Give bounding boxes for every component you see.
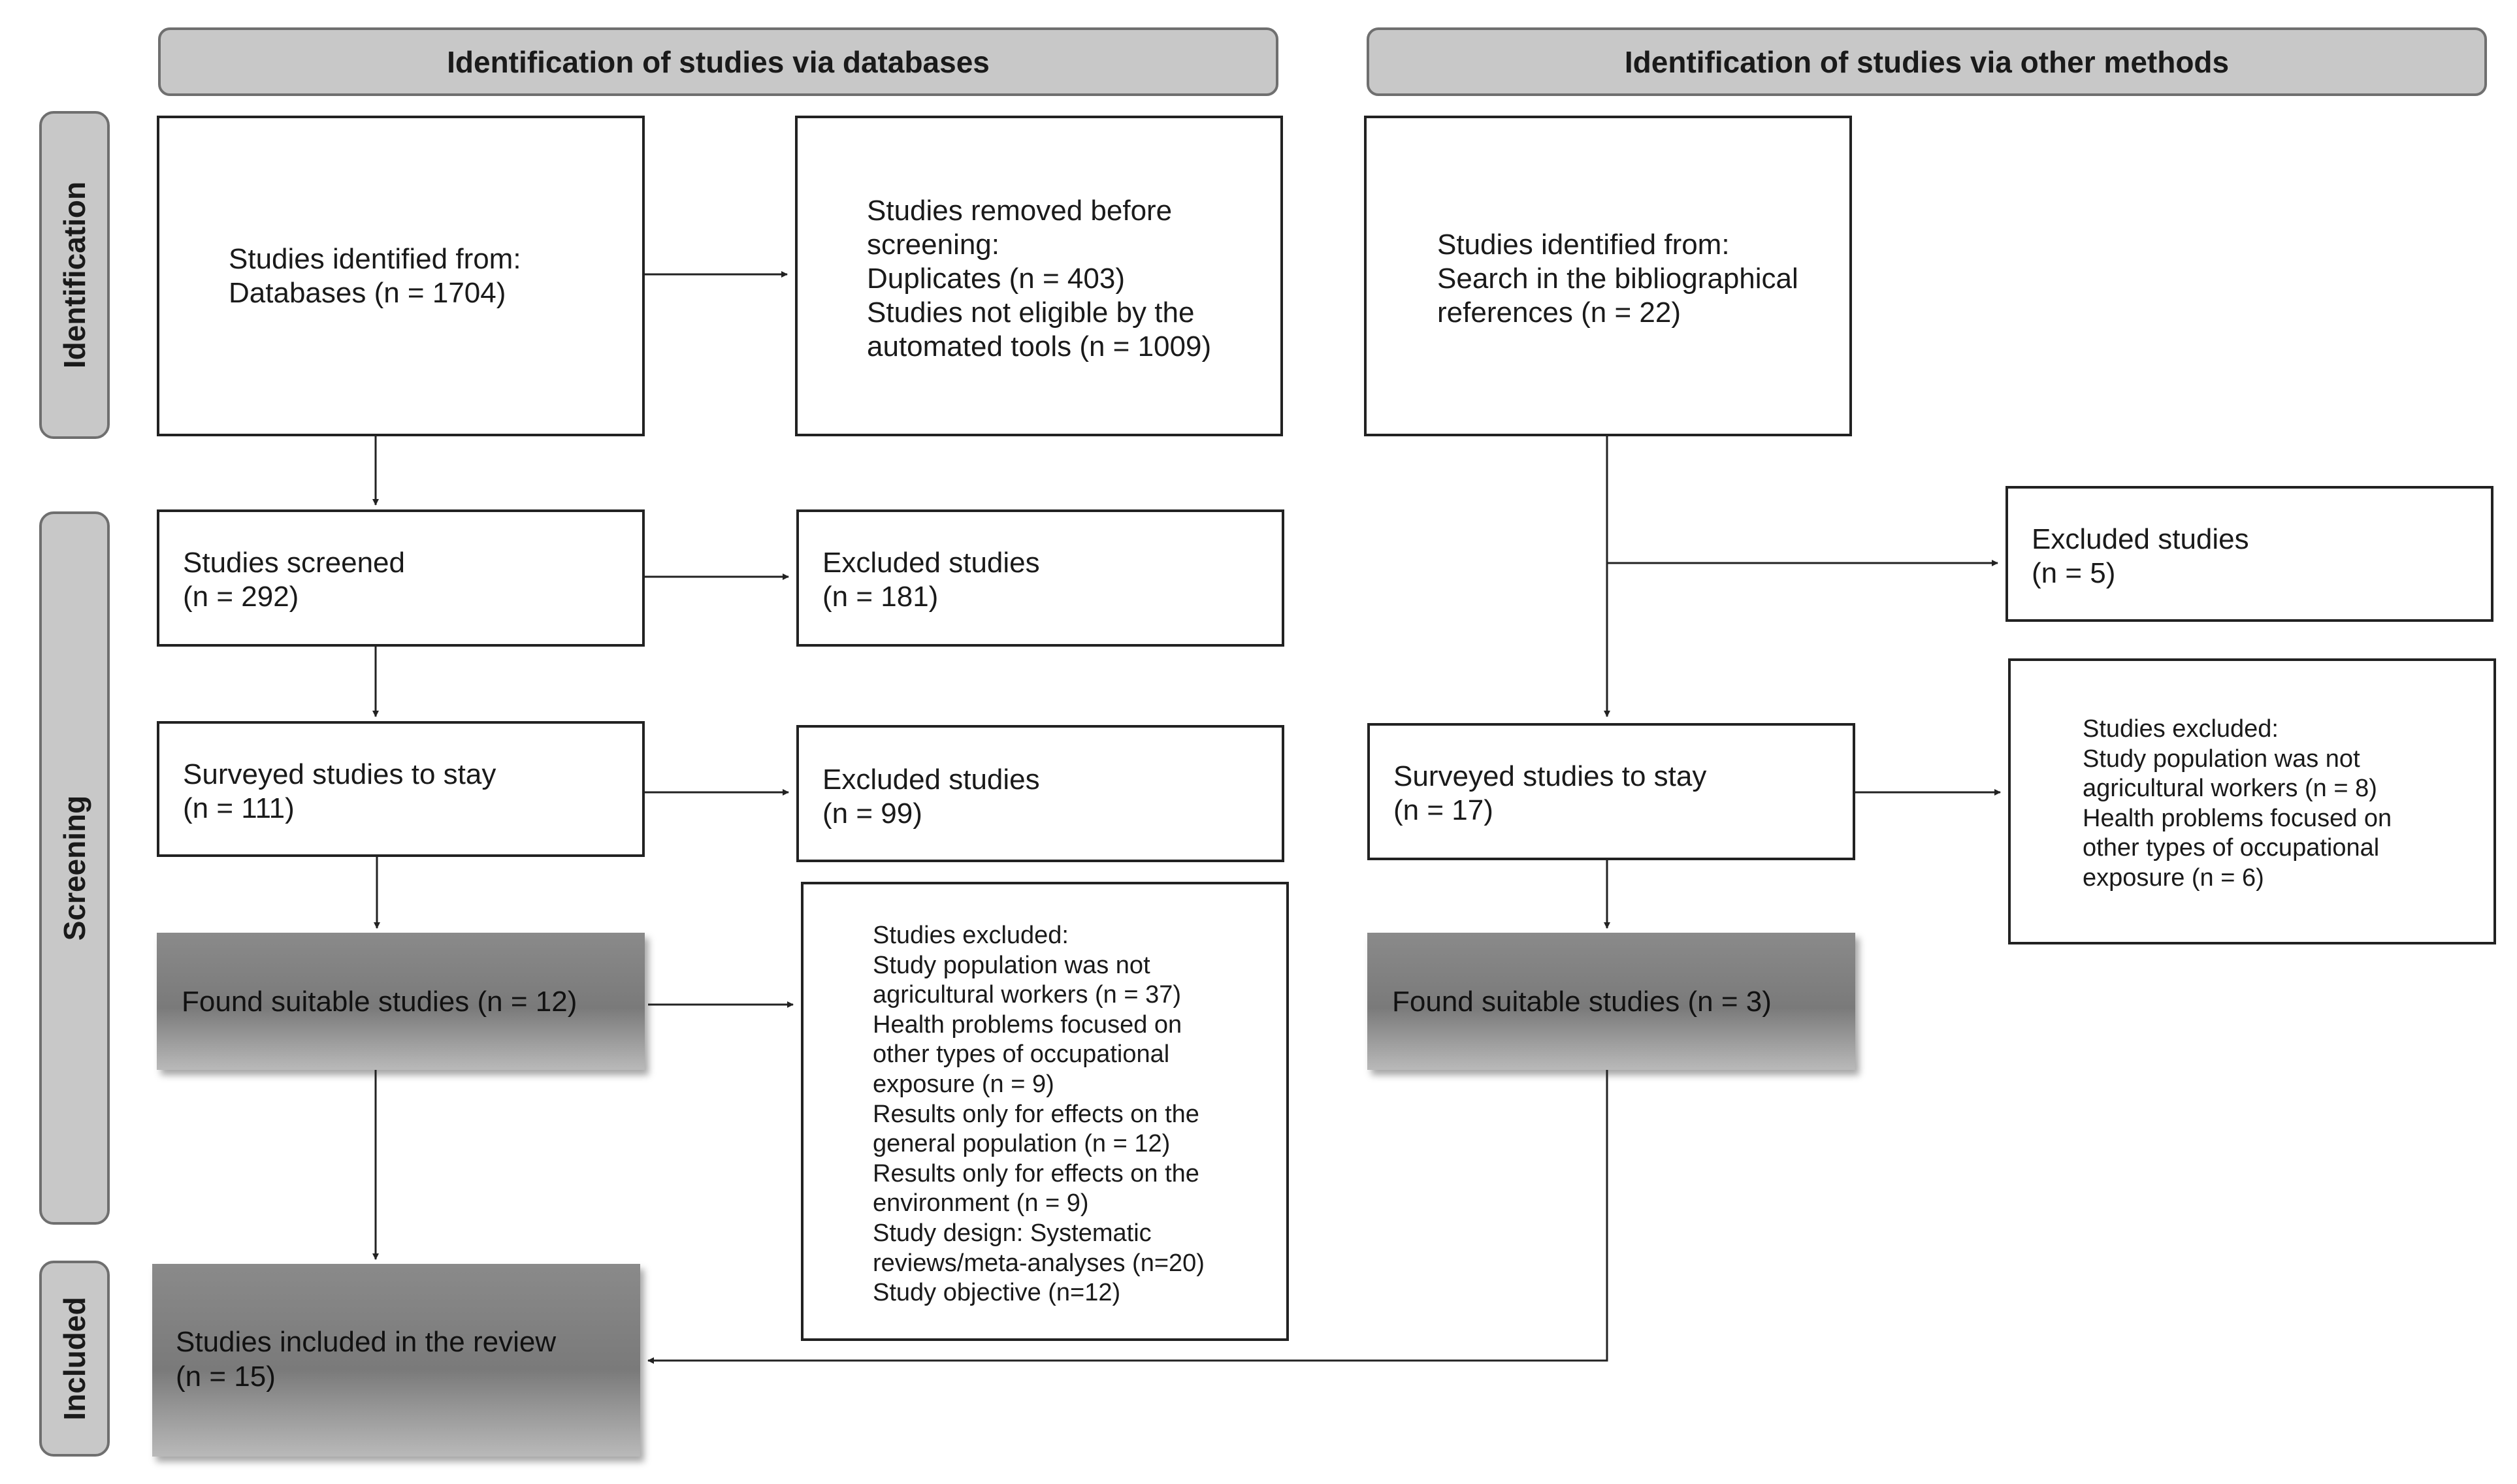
text-line: (n = 99) xyxy=(822,797,922,830)
box-surveyed-17-text: Surveyed studies to stay (n = 17) xyxy=(1393,760,1706,828)
text-line: Surveyed studies to stay xyxy=(183,758,496,790)
box-included-in-review: Studies included in the review (n = 15) xyxy=(152,1264,640,1457)
box-db-identified: Studies identified from: Databases (n = … xyxy=(157,116,645,436)
text-line: agricultural workers (n = 8) xyxy=(2083,775,2377,803)
box-other-identified-text: Studies identified from: Search in the b… xyxy=(1437,228,1798,330)
arrow-found-3-to-included xyxy=(647,1070,1608,1364)
text-line: Studies excluded: xyxy=(873,922,1069,949)
phase-identification: Identification xyxy=(39,111,110,439)
text-line: agricultural workers (n = 37) xyxy=(873,981,1182,1009)
text-line: Studies identified from: xyxy=(229,243,521,275)
text-line: Study objective (n=12) xyxy=(873,1279,1121,1307)
text-line: Study population was not xyxy=(873,951,1150,979)
text-line: (n = 181) xyxy=(822,580,939,613)
text-line: (n = 292) xyxy=(183,580,299,613)
box-excluded-99: Excluded studies (n = 99) xyxy=(796,725,1284,862)
box-found-12-text: Found suitable studies (n = 12) xyxy=(182,985,577,1020)
text-line: other types of occupational xyxy=(873,1040,1170,1069)
text-line: (n = 15) xyxy=(176,1360,276,1393)
text-line: Studies excluded: xyxy=(2083,715,2279,743)
box-excluded-db-text: Studies excluded: Study population was n… xyxy=(873,921,1205,1308)
phase-screening: Screening xyxy=(39,511,110,1225)
text-line: Found suitable studies (n = 12) xyxy=(182,986,577,1018)
text-line: (n = 5) xyxy=(2032,556,2116,589)
text-line: Duplicates (n = 403) xyxy=(867,262,1125,295)
box-surveyed-17: Surveyed studies to stay (n = 17) xyxy=(1367,723,1855,860)
box-removed-before-screening: Studies removed before screening: Duplic… xyxy=(795,116,1283,436)
text-line: Excluded studies xyxy=(822,547,1040,579)
text-line: Surveyed studies to stay xyxy=(1393,760,1707,792)
text-line: Health problems focused on xyxy=(2083,804,2392,832)
text-line: Studies identified from: xyxy=(1437,229,1730,261)
phase-included: Included xyxy=(39,1261,110,1457)
text-line: reviews/meta-analyses (n=20) xyxy=(873,1249,1205,1277)
box-removed-text: Studies removed before screening: Duplic… xyxy=(867,194,1211,364)
text-line: automated tools (n = 1009) xyxy=(867,330,1212,363)
box-surveyed-111: Surveyed studies to stay (n = 111) xyxy=(157,721,645,857)
text-line: Health problems focused on xyxy=(873,1010,1182,1039)
header-databases-label: Identification of studies via databases xyxy=(447,44,990,79)
text-line: Studies included in the review xyxy=(176,1326,557,1358)
text-line: (n = 17) xyxy=(1393,794,1493,826)
box-included-text: Studies included in the review (n = 15) xyxy=(176,1325,556,1395)
text-line: exposure (n = 6) xyxy=(2083,863,2264,892)
text-line: references (n = 22) xyxy=(1437,296,1681,329)
text-line: Results only for effects on the xyxy=(873,1159,1199,1187)
box-excluded-99-text: Excluded studies (n = 99) xyxy=(822,763,1040,831)
text-line: other types of occupational xyxy=(2083,834,2380,862)
box-found-suitable-12: Found suitable studies (n = 12) xyxy=(157,933,645,1070)
text-line: Studies removed before xyxy=(867,195,1173,227)
text-line: Excluded studies xyxy=(2032,523,2249,555)
header-other-methods: Identification of studies via other meth… xyxy=(1367,27,2487,96)
text-line: (n = 111) xyxy=(183,792,295,824)
box-excluded-other-reasons: Studies excluded: Study population was n… xyxy=(2008,658,2496,944)
text-line: Results only for effects on the xyxy=(873,1100,1199,1128)
box-excluded-5-text: Excluded studies (n = 5) xyxy=(2032,523,2249,590)
text-line: Found suitable studies (n = 3) xyxy=(1392,986,1772,1018)
box-db-identified-text: Studies identified from: Databases (n = … xyxy=(229,242,521,310)
text-line: Study population was not xyxy=(2083,745,2360,773)
box-excluded-181: Excluded studies (n = 181) xyxy=(796,509,1284,647)
box-surveyed-111-text: Surveyed studies to stay (n = 111) xyxy=(183,758,496,826)
text-line: Study design: Systematic xyxy=(873,1219,1152,1247)
box-excluded-5: Excluded studies (n = 5) xyxy=(2005,486,2493,622)
text-line: Excluded studies xyxy=(822,764,1040,796)
box-screened-text: Studies screened (n = 292) xyxy=(183,546,405,614)
header-other-label: Identification of studies via other meth… xyxy=(1624,44,2230,79)
text-line: Studies screened xyxy=(183,547,405,579)
box-found-suitable-3: Found suitable studies (n = 3) xyxy=(1367,933,1855,1070)
text-line: environment (n = 9) xyxy=(873,1189,1089,1218)
text-line: screening: xyxy=(867,228,1000,261)
box-found-3-text: Found suitable studies (n = 3) xyxy=(1392,985,1772,1020)
box-excluded-other-text: Studies excluded: Study population was n… xyxy=(2083,715,2392,894)
text-line: Search in the bibliographical xyxy=(1437,262,1798,295)
text-line: exposure (n = 9) xyxy=(873,1070,1054,1098)
text-line: Databases (n = 1704) xyxy=(229,276,506,309)
box-excluded-databases-reasons: Studies excluded: Study population was n… xyxy=(801,882,1289,1341)
header-databases: Identification of studies via databases xyxy=(158,27,1278,96)
box-excluded-181-text: Excluded studies (n = 181) xyxy=(822,546,1040,614)
box-screened: Studies screened (n = 292) xyxy=(157,509,645,647)
text-line: general population (n = 12) xyxy=(873,1130,1171,1158)
box-other-identified: Studies identified from: Search in the b… xyxy=(1364,116,1852,436)
text-line: Studies not eligible by the xyxy=(867,296,1195,329)
